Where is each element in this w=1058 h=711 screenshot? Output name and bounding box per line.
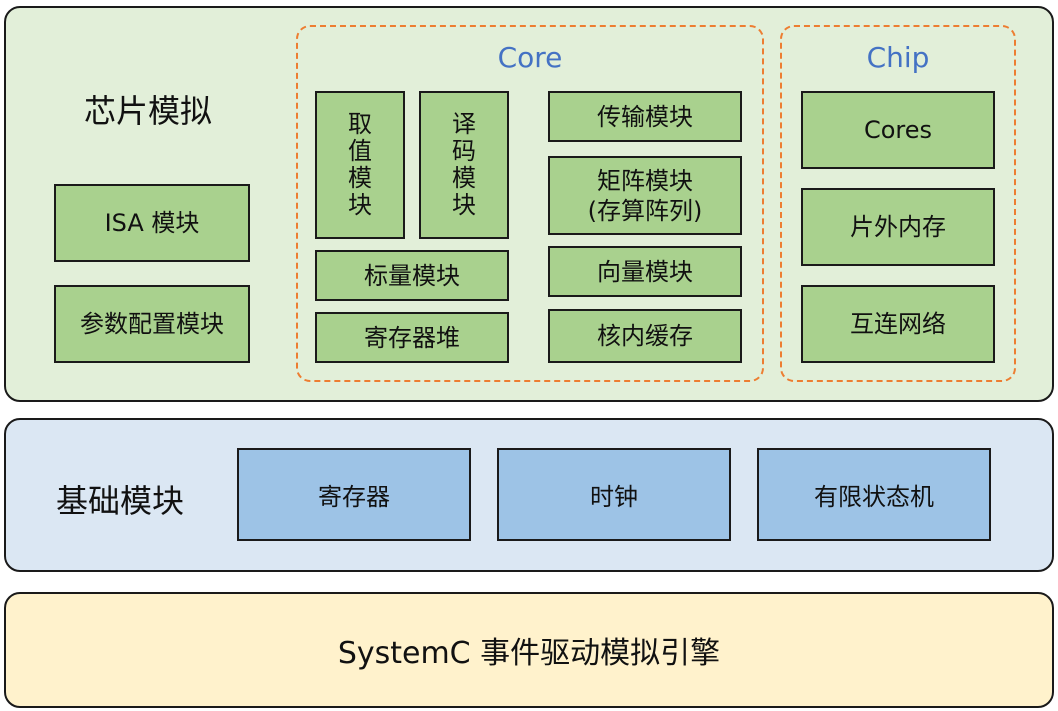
param-config-module: 参数配置模块 <box>54 285 250 363</box>
chip-group-title: Chip <box>866 41 930 74</box>
offchip-memory-module: 片外内存 <box>801 188 995 266</box>
vector-module: 向量模块 <box>548 246 742 297</box>
clock-module: 时钟 <box>497 448 731 541</box>
interconnect-module: 互连网络 <box>801 285 995 363</box>
matrix-module: 矩阵模块 (存算阵列) <box>548 156 742 235</box>
fetch-module-label: 取值模块 <box>348 110 372 219</box>
systemc-engine-layer: SystemC 事件驱动模拟引擎 <box>4 592 1054 708</box>
decode-module: 译码模块 <box>419 91 509 239</box>
cores-module: Cores <box>801 91 995 169</box>
scalar-module: 标量模块 <box>315 250 509 301</box>
chip-simulation-title: 芯片模拟 <box>84 92 213 130</box>
chip-group: Chip <box>780 25 1016 382</box>
base-modules-title: 基础模块 <box>56 482 185 520</box>
systemc-engine-title: SystemC 事件驱动模拟引擎 <box>337 636 721 671</box>
isa-module: ISA 模块 <box>54 184 250 262</box>
fsm-module: 有限状态机 <box>757 448 991 541</box>
core-cache: 核内缓存 <box>548 309 742 363</box>
register-module: 寄存器 <box>237 448 471 541</box>
core-group: Core <box>296 25 764 382</box>
register-file: 寄存器堆 <box>315 312 509 363</box>
fetch-module: 取值模块 <box>315 91 405 239</box>
transfer-module: 传输模块 <box>548 91 742 142</box>
core-group-title: Core <box>497 41 563 74</box>
decode-module-label: 译码模块 <box>452 110 476 219</box>
